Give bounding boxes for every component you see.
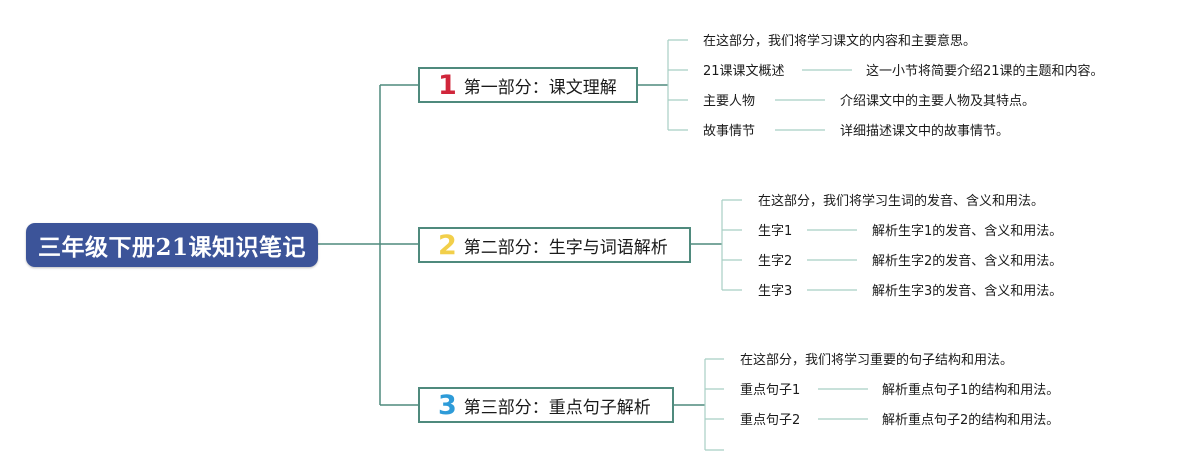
branch-3-item-2-label[interactable]: 重点句子2 (740, 413, 801, 428)
branch-2-item-2-desc[interactable]: 解析生字2的发音、含义和用法。 (872, 254, 1063, 269)
branch-2-item-2-label[interactable]: 生字2 (758, 254, 793, 269)
branch-1-item-2-label[interactable]: 主要人物 (703, 94, 756, 109)
branch-node-2[interactable]: 2 第二部分：生字与词语解析 (418, 227, 691, 263)
branch-3-item-1-label[interactable]: 重点句子1 (740, 383, 801, 398)
number-three-icon: 3 (438, 389, 457, 421)
branch-node-1[interactable]: 1 第一部分：课文理解 (418, 67, 638, 103)
branch-1-item-3-label[interactable]: 故事情节 (703, 124, 756, 139)
branch-label: 第三部分：重点句子解析 (463, 397, 651, 418)
number-two-icon: 2 (438, 229, 457, 261)
branch-3-intro[interactable]: 在这部分，我们将学习重要的句子结构和用法。 (740, 353, 1014, 368)
branch-label: 第一部分：课文理解 (463, 77, 617, 98)
root-label: 三年级下册21课知识笔记 (37, 234, 306, 261)
branch-3-item-2-desc[interactable]: 解析重点句子2的结构和用法。 (882, 413, 1060, 428)
branch-node-3[interactable]: 3 第三部分：重点句子解析 (418, 387, 674, 423)
root-node[interactable]: 三年级下册21课知识笔记 (26, 223, 318, 267)
branch-3-item-1-desc[interactable]: 解析重点句子1的结构和用法。 (882, 383, 1060, 398)
branch-2-item-3-label[interactable]: 生字3 (758, 284, 793, 299)
branch-2-intro[interactable]: 在这部分，我们将学习生词的发音、含义和用法。 (758, 194, 1045, 209)
number-one-icon: 1 (438, 69, 457, 101)
branch-2-item-1-desc[interactable]: 解析生字1的发音、含义和用法。 (872, 224, 1063, 239)
branch-label: 第二部分：生字与词语解析 (463, 237, 668, 258)
branch-1-intro[interactable]: 在这部分，我们将学习课文的内容和主要意思。 (703, 34, 977, 49)
branch-1-item-2-desc[interactable]: 介绍课文中的主要人物及其特点。 (840, 94, 1036, 109)
branch-2-item-3-desc[interactable]: 解析生字3的发音、含义和用法。 (872, 284, 1063, 299)
branch-2-item-1-label[interactable]: 生字1 (758, 224, 793, 239)
branch-1-item-1-label[interactable]: 21课课文概述 (703, 64, 785, 79)
branch-1-item-3-desc[interactable]: 详细描述课文中的故事情节。 (840, 124, 1010, 139)
branch-1-item-1-desc[interactable]: 这一小节将简要介绍21课的主题和内容。 (866, 64, 1104, 79)
